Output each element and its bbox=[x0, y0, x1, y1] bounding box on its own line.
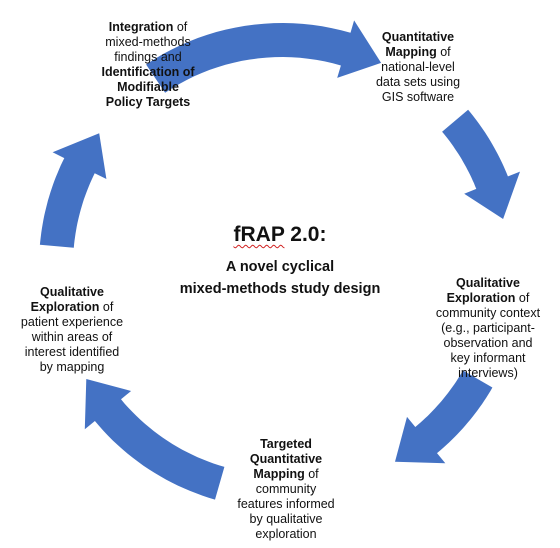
step-text: of bbox=[515, 291, 530, 305]
step-bold-text: Policy Targets bbox=[105, 95, 191, 109]
diagram-title: fRAP 2.0: bbox=[150, 222, 410, 248]
subtitle-line-1: A novel cyclical bbox=[225, 259, 335, 275]
step-bold-text: Qualitative bbox=[40, 285, 104, 299]
step-text: community bbox=[255, 482, 317, 496]
step-bold-text: Mapping bbox=[253, 467, 305, 481]
step-text: by mapping bbox=[39, 360, 105, 374]
subtitle-line-2: mixed-methods study design bbox=[179, 281, 381, 297]
step-text: of bbox=[436, 45, 451, 59]
step-text: observation and bbox=[443, 336, 533, 350]
step-text: interest identified bbox=[24, 345, 120, 359]
arrow-to-qualitative-community bbox=[442, 109, 520, 219]
step-bold-text: Qualitative bbox=[456, 276, 520, 290]
step-text: patient experience bbox=[20, 315, 124, 329]
step-text: data sets using bbox=[375, 75, 461, 89]
step-text: key informant bbox=[450, 351, 526, 365]
step-text: of bbox=[99, 300, 114, 314]
step-text: community context bbox=[435, 306, 541, 320]
step-bold-text: Targeted bbox=[260, 437, 312, 451]
arrow-to-qualitative-patient bbox=[84, 379, 225, 500]
step-bold-text: Exploration bbox=[446, 291, 516, 305]
step-text: within areas of bbox=[31, 330, 113, 344]
step-bold-text: Mapping bbox=[385, 45, 437, 59]
step-bold-text: Identification of bbox=[101, 65, 195, 79]
title-prefix: fRAP bbox=[233, 223, 285, 246]
step-bold-text: Quantitative bbox=[249, 452, 323, 466]
diagram-subtitle: A novel cyclical mixed-methods study des… bbox=[150, 256, 410, 300]
step-text: of bbox=[304, 467, 319, 481]
arrow-to-integration bbox=[39, 133, 107, 248]
step-text: by qualitative bbox=[249, 512, 323, 526]
step-text: features informed bbox=[237, 497, 335, 511]
step-bold-text: Exploration bbox=[30, 300, 100, 314]
step-text: mixed-methods bbox=[105, 35, 191, 49]
step-text: findings and bbox=[114, 50, 182, 64]
step-text: exploration bbox=[255, 527, 317, 541]
arrow-to-targeted-mapping bbox=[395, 370, 493, 464]
step-text: (e.g., participant- bbox=[441, 321, 535, 335]
step-bold-text: Integration bbox=[108, 20, 174, 34]
step-text: GIS software bbox=[381, 90, 455, 104]
step-bold-text: Quantitative bbox=[381, 30, 455, 44]
step-text: national-level bbox=[381, 60, 455, 74]
step-text: interviews) bbox=[458, 366, 518, 380]
center-caption: fRAP 2.0: A novel cyclical mixed-methods… bbox=[150, 222, 410, 300]
step-text: of bbox=[173, 20, 188, 34]
step-bold-text: Modifiable bbox=[117, 80, 179, 94]
arrow-to-quantitative-mapping bbox=[146, 20, 382, 93]
title-suffix: 2.0: bbox=[284, 223, 327, 246]
